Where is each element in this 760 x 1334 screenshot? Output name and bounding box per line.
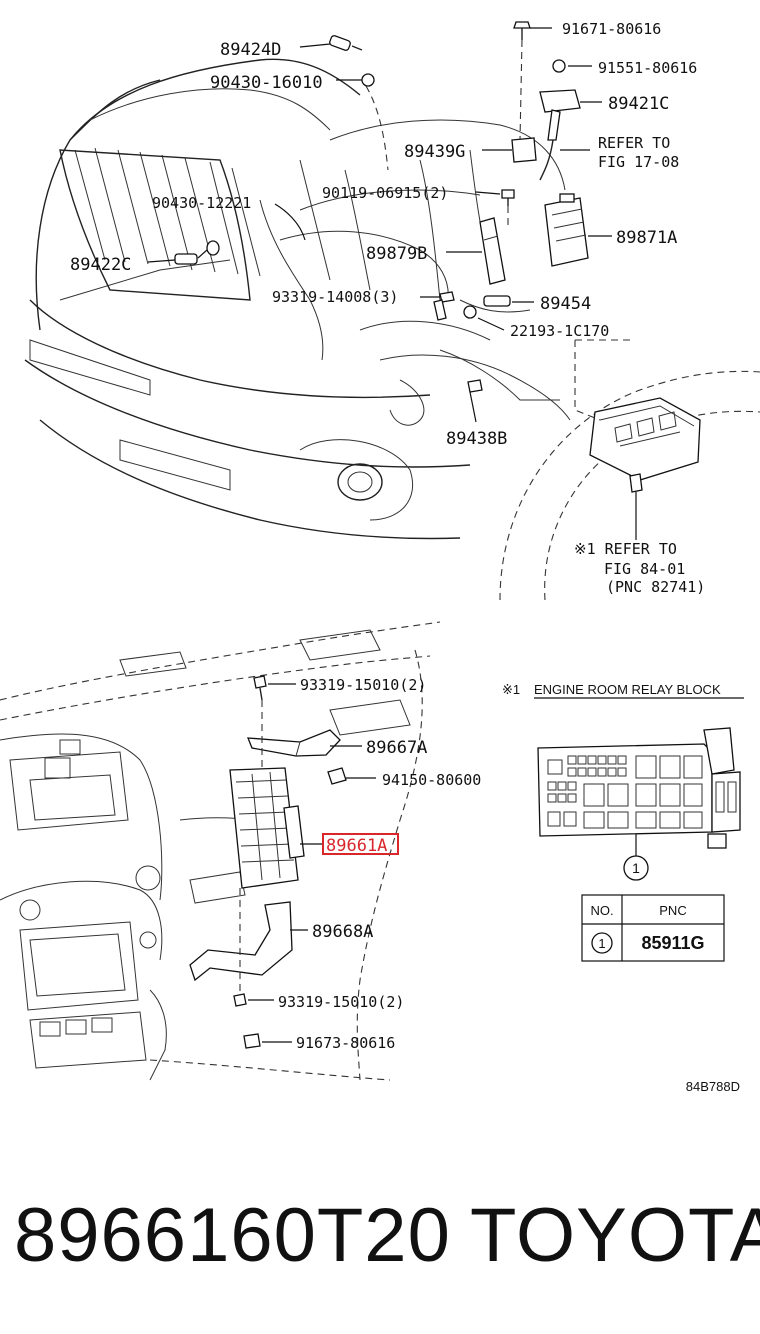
bolt-93319-14008 [433,291,455,321]
label-89439G: 89439G [404,142,465,162]
refer-to-17-08-line1: REFER TO [598,134,670,152]
ecu-89871A [544,193,589,267]
bracket-89879B [479,217,506,285]
bracket-89667A [247,729,341,757]
label-93319-14008: 93319-14008(3) [272,288,398,306]
label-89879B: 89879B [366,244,427,264]
bracket-89668A [189,901,293,982]
refer-to-84-01-line3: (PNC 82741) [606,578,705,596]
bolt-90119 [501,189,515,206]
label-90430-16010: 90430-16010 [210,73,323,93]
table-header-pnc: PNC [659,903,686,918]
label-90119-06915: 90119-06915(2) [322,184,448,202]
label-89424D: 89424D [220,40,281,60]
gasket-90430-16010 [361,73,375,87]
label-94150-80600: 94150-80600 [382,771,481,789]
top-leaders [147,27,637,540]
bracket-89439G [511,137,537,163]
sensor-89454 [483,295,511,307]
part-number: 8966160T20 [14,1193,451,1278]
relay-block-detail: 1 [537,727,741,881]
sensor-89424D [329,35,363,51]
refer-to-84-01-line2: FIG 84-01 [604,560,685,578]
label-89454: 89454 [540,294,591,314]
label-89422C: 89422C [70,255,131,275]
label-93319-15010-bottom: 93319-15010(2) [278,993,404,1011]
label-93319-15010-top: 93319-15010(2) [300,676,426,694]
gasket-22193 [463,305,477,319]
bolt-91673 [243,1033,261,1049]
label-89667A: 89667A [366,738,427,758]
parts-diagram: 89424D 90430-16010 91671-80616 91551-806… [0,20,760,1094]
bolt-93319-15010-top [253,675,267,701]
label-89661A-highlighted: 89661A [326,836,387,856]
highlight-box [322,833,399,855]
callout-circle [623,855,649,881]
ecu-89661A [229,767,305,889]
label-89421C: 89421C [608,94,669,114]
pnc-table: NO. PNC 1 85911G [581,894,725,962]
label-89438B: 89438B [446,429,507,449]
label-91551-80616: 91551-80616 [598,59,697,77]
label-90430-12221: 90430-12221 [152,194,251,212]
table-header-no: NO. [590,903,613,918]
refer-to-84-01-line1: ※1 REFER TO [574,540,677,558]
label-89668A: 89668A [312,922,373,942]
brand-name: TOYOTA [470,1193,760,1278]
refer-to-17-08-line2: FIG 17-08 [598,153,679,171]
bolt-91671 [513,21,531,40]
label-91673-80616: 91673-80616 [296,1034,395,1052]
table-row-pnc: 85911G [641,933,704,953]
nut-91551 [552,59,566,73]
note-title: ENGINE ROOM RELAY BLOCK [534,682,721,697]
note-marker: ※1 [502,682,520,697]
bottom-leaders [239,683,376,1043]
bottom-labels: 93319-15010(2) 89667A 94150-80600 89661A… [278,676,481,1052]
top-labels: 89424D 90430-16010 91671-80616 91551-806… [70,20,705,596]
footer: 8966160T20 TOYOTA [0,1180,760,1290]
figure-code: 84B788D [686,1079,740,1094]
engine-bay-illustration [24,58,760,601]
sensor-89422C [174,240,220,265]
label-89871A: 89871A [616,228,677,248]
bolt-89438B [467,379,483,393]
bolt-93319-15010-bottom [233,993,247,1007]
label-91671-80616: 91671-80616 [562,20,661,38]
callout-number: 1 [632,860,640,876]
dashboard-illustration [0,621,441,1081]
relay-block-illustration [589,397,701,493]
sensor-89421C [539,89,581,181]
label-22193-1C170: 22193-1C170 [510,322,609,340]
table-row-number: 1 [598,936,605,951]
nut-94150 [327,767,347,785]
relay-block-note: ※1 ENGINE ROOM RELAY BLOCK [502,682,744,699]
